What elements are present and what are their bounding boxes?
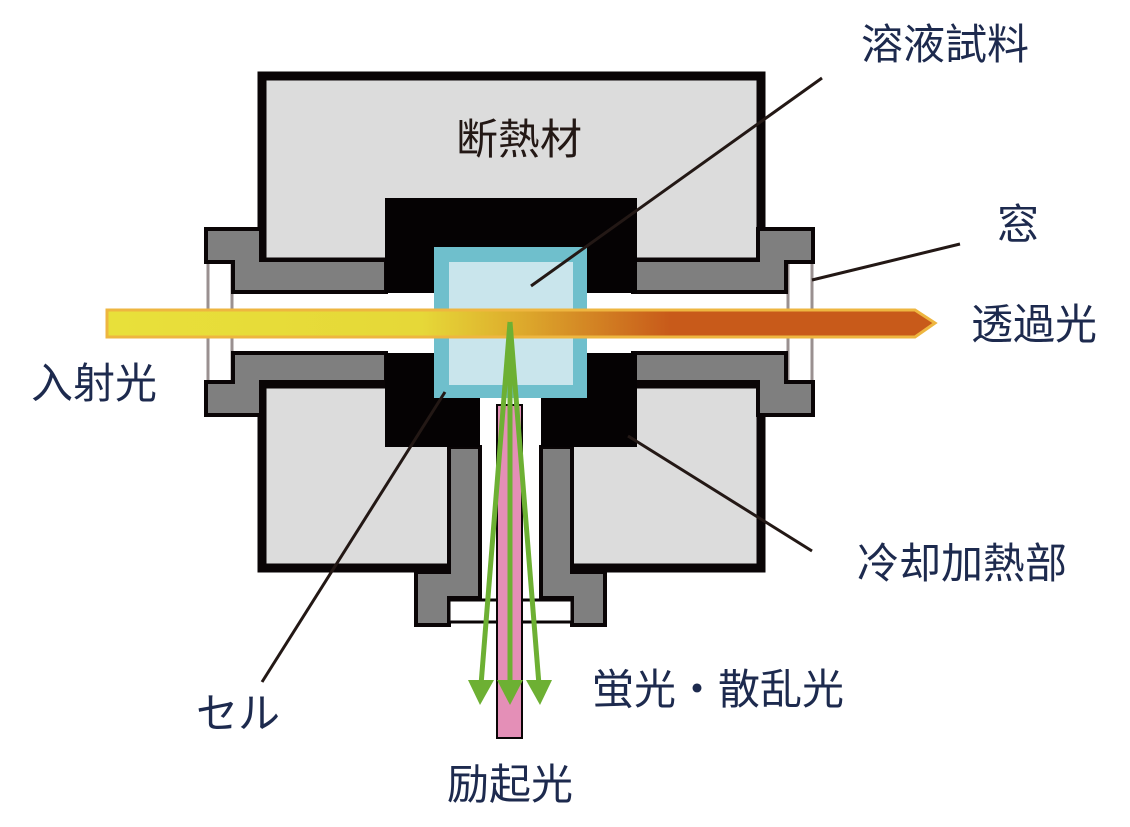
leader-lines <box>260 76 961 683</box>
emission-arrows <box>468 321 552 705</box>
label-window: 窓 <box>996 200 1040 249</box>
label-transmitted-light: 透過光 <box>970 300 1098 349</box>
label-cell: セル <box>195 689 281 738</box>
label-solution-sample: 溶液試料 <box>860 20 1030 69</box>
label-cooling-heating-unit: 冷却加熱部 <box>856 539 1068 588</box>
label-fluorescence-scattered-light: 蛍光・散乱光 <box>591 665 845 714</box>
label-incident-light: 入射光 <box>30 359 158 408</box>
label-insulation: 断熱材 <box>455 115 583 164</box>
flanges <box>204 227 815 627</box>
label-excitation-light: 励起光 <box>446 760 574 809</box>
light-beam <box>105 308 938 339</box>
